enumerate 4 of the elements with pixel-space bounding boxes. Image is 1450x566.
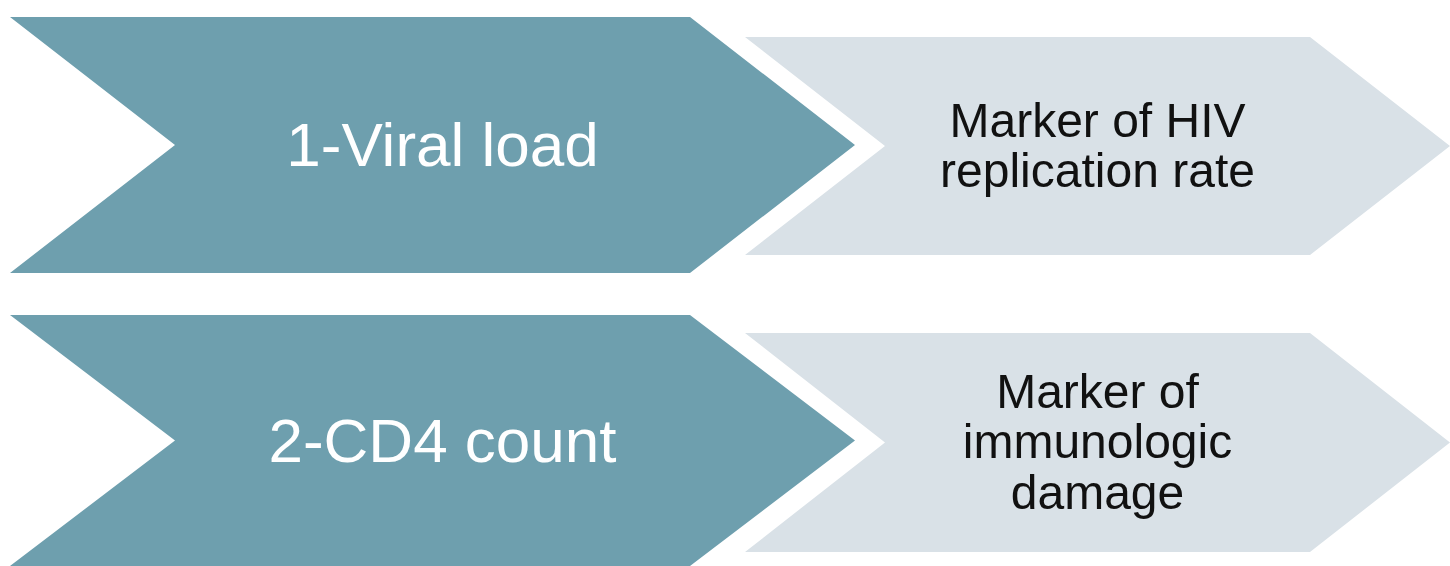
step-title: 1-Viral load [286, 112, 599, 178]
step-title: 2-CD4 count [268, 407, 617, 474]
description-text: Marker of HIV replication rate [939, 95, 1256, 197]
description-text: Marker of immunologic damage [961, 366, 1234, 519]
